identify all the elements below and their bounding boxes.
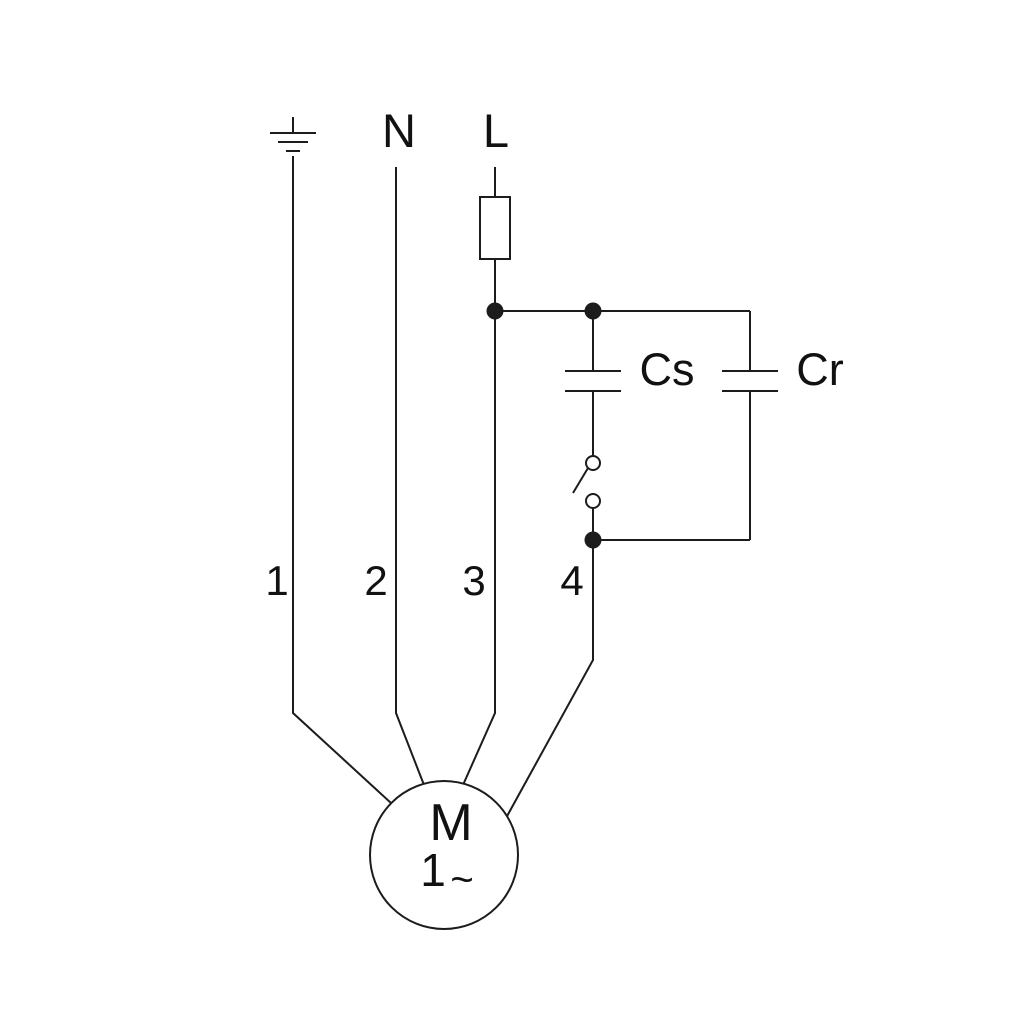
motor-phase-number: 1 (420, 844, 446, 896)
wire-number-2: 2 (364, 557, 387, 604)
junction-dot (486, 302, 504, 320)
junction-dot (584, 531, 602, 549)
neutral-label: N (382, 104, 416, 157)
wire-3-line-lower (462, 259, 496, 786)
motor-body (369, 780, 519, 930)
motor-phase-tilde: ~ (450, 858, 473, 902)
start-capacitor-icon (565, 370, 621, 392)
run-capacitor-label: Cr (796, 344, 843, 395)
wire-number-1: 1 (265, 557, 288, 604)
wire-1-earth (292, 156, 392, 804)
earth-ground-icon (270, 117, 316, 152)
start-capacitor-label: Cs (640, 344, 695, 395)
motor-designator: M (429, 794, 472, 852)
wire-2-neutral (395, 167, 425, 786)
wire-number-4: 4 (560, 557, 583, 604)
wire-number-3: 3 (462, 557, 485, 604)
line-label: L (483, 104, 509, 157)
wire-4-aux (505, 540, 594, 819)
junction-dot (584, 302, 602, 320)
start-switch-icon (572, 455, 601, 509)
run-capacitor-icon (722, 370, 778, 392)
fuse-icon (479, 196, 511, 260)
